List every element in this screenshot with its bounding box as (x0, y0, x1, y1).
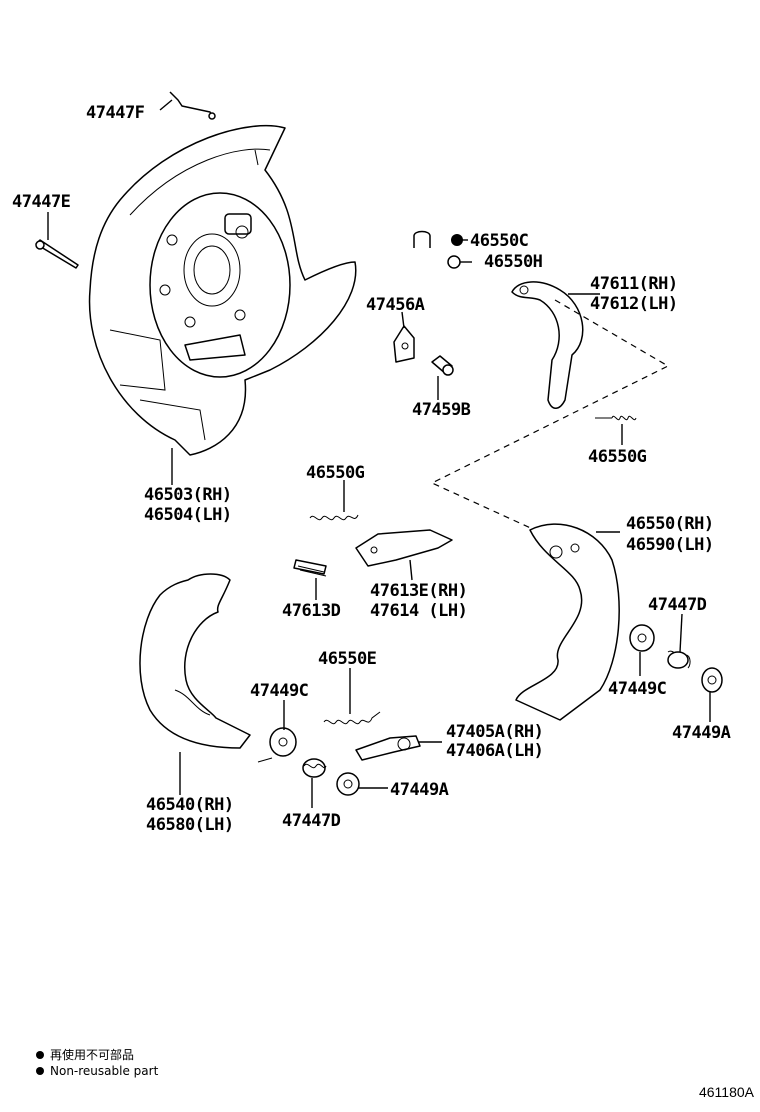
label-46550H: 46550H (484, 252, 543, 272)
label-46550G-mid: 46550G (306, 463, 365, 483)
label-47449A-left: 47449A (390, 780, 449, 800)
legend-jp-text: 再使用不可部品 (50, 1048, 135, 1062)
label-47613E: 47613E(RH) (370, 581, 467, 601)
label-46550E: 46550E (318, 649, 377, 669)
legend-jp: 再使用不可部品 (36, 1046, 134, 1063)
label-47611: 47611(RH) (590, 274, 678, 294)
spring-47447D-right-drawing (667, 650, 691, 669)
label-46550G-right: 46550G (588, 447, 647, 467)
label-46550: 46550(RH) (626, 514, 714, 534)
label-46504: 46504(LH) (144, 505, 232, 525)
label-46550C: 46550C (470, 231, 528, 251)
label-47449A-right: 47449A (672, 723, 731, 743)
brake-shoe-left-drawing (139, 573, 251, 749)
cup-47449C-right-drawing (629, 624, 655, 652)
washer-47449A-left-drawing (336, 772, 360, 796)
label-47459B: 47459B (412, 400, 471, 420)
bolt-47459B-drawing (431, 355, 454, 376)
label-47447D-right: 47447D (648, 595, 707, 615)
label-47447F: 47447F (86, 103, 145, 123)
brake-shoe-right-drawing (515, 523, 620, 721)
label-47449C-right: 47449C (608, 679, 666, 699)
label-46503: 46503(RH) (144, 485, 232, 505)
lever-47613E-drawing (355, 529, 453, 567)
spring-46550G-mid-drawing (309, 514, 359, 521)
legend-en: Non-reusable part (36, 1064, 158, 1078)
part-47456A-drawing (393, 325, 415, 363)
clip-47447F-drawing (169, 91, 216, 120)
spring-46550E-drawing (323, 711, 381, 725)
adjuster-47405A-drawing (355, 735, 421, 761)
label-47613D: 47613D (282, 601, 341, 621)
label-46580: 46580(LH) (146, 815, 234, 835)
cup-47449C-left-drawing (257, 727, 297, 763)
spring-47447D-left-drawing (302, 758, 327, 778)
label-47614: 47614 (LH) (370, 601, 467, 621)
label-46590: 46590(LH) (626, 535, 714, 555)
label-47456A: 47456A (366, 295, 425, 315)
label-47612: 47612(LH) (590, 294, 678, 314)
leader-lines (47, 99, 711, 808)
parking-shoe-drawing (511, 281, 584, 409)
label-46540: 46540(RH) (146, 795, 234, 815)
spring-46550G-right-drawing (595, 415, 637, 421)
label-47447E: 47447E (12, 192, 71, 212)
label-47447D-left: 47447D (282, 811, 341, 831)
label-47405A: 47405A(RH) (446, 722, 543, 742)
figure-number: 461180A (698, 1084, 754, 1100)
spring-47613D-drawing (293, 559, 327, 577)
washer-47449A-right-drawing (701, 667, 723, 693)
legend-en-text: Non-reusable part (50, 1064, 159, 1078)
non-reusable-dot-icon (36, 1067, 44, 1075)
pin-47447E-drawing (35, 239, 79, 269)
non-reusable-dot-icon (36, 1051, 44, 1059)
label-47406A: 47406A(LH) (446, 741, 543, 761)
backing-plate-drawing (88, 124, 357, 456)
clip-46550C-drawing (413, 230, 463, 269)
label-47449C-left: 47449C (250, 681, 308, 701)
